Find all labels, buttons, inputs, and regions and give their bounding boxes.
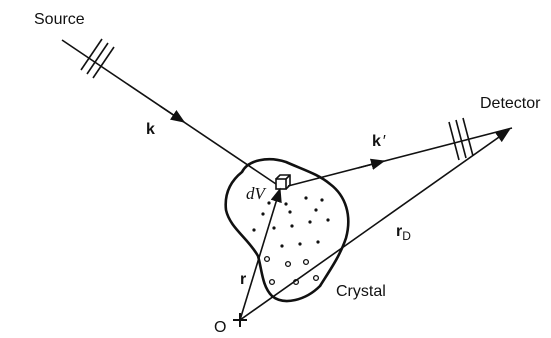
detector-vector-label: rD: [396, 223, 411, 243]
incident-beam-arrow: [159, 105, 186, 123]
scattered-wavevector-label: k′: [372, 133, 386, 150]
volume-element-label: dV: [246, 184, 268, 203]
scattered-beam-arrow: [357, 158, 386, 170]
crystal-outline: [224, 158, 350, 303]
scattered-beam: [287, 117, 513, 187]
origin-marker: [233, 313, 247, 327]
detector-label: Detector: [480, 95, 541, 112]
crystal-label: Crystal: [336, 283, 386, 300]
source-label: Source: [34, 11, 85, 28]
incident-beam: [61, 38, 277, 185]
incident-wavefront-1: [80, 38, 103, 71]
volume-element-cube: [275, 174, 291, 190]
incident-wavefront-2: [86, 42, 109, 75]
scattered-wavefront-1: [448, 121, 460, 161]
prime-mark: ′: [383, 133, 386, 150]
detector-vector-subscript: D: [402, 229, 411, 243]
scattered-wavefront-3: [462, 117, 474, 157]
scattered-wavefront-2: [455, 119, 467, 159]
lattice-points-filled: [252, 196, 330, 248]
position-vector-r: [239, 187, 282, 321]
scattered-beam-line: [287, 127, 513, 187]
origin-label: O: [214, 319, 226, 336]
incident-wavevector-label: k: [146, 121, 155, 138]
incident-wavefront-3: [92, 46, 115, 79]
position-vector-label: r: [240, 271, 246, 288]
detector-vector-rD: [239, 129, 511, 321]
